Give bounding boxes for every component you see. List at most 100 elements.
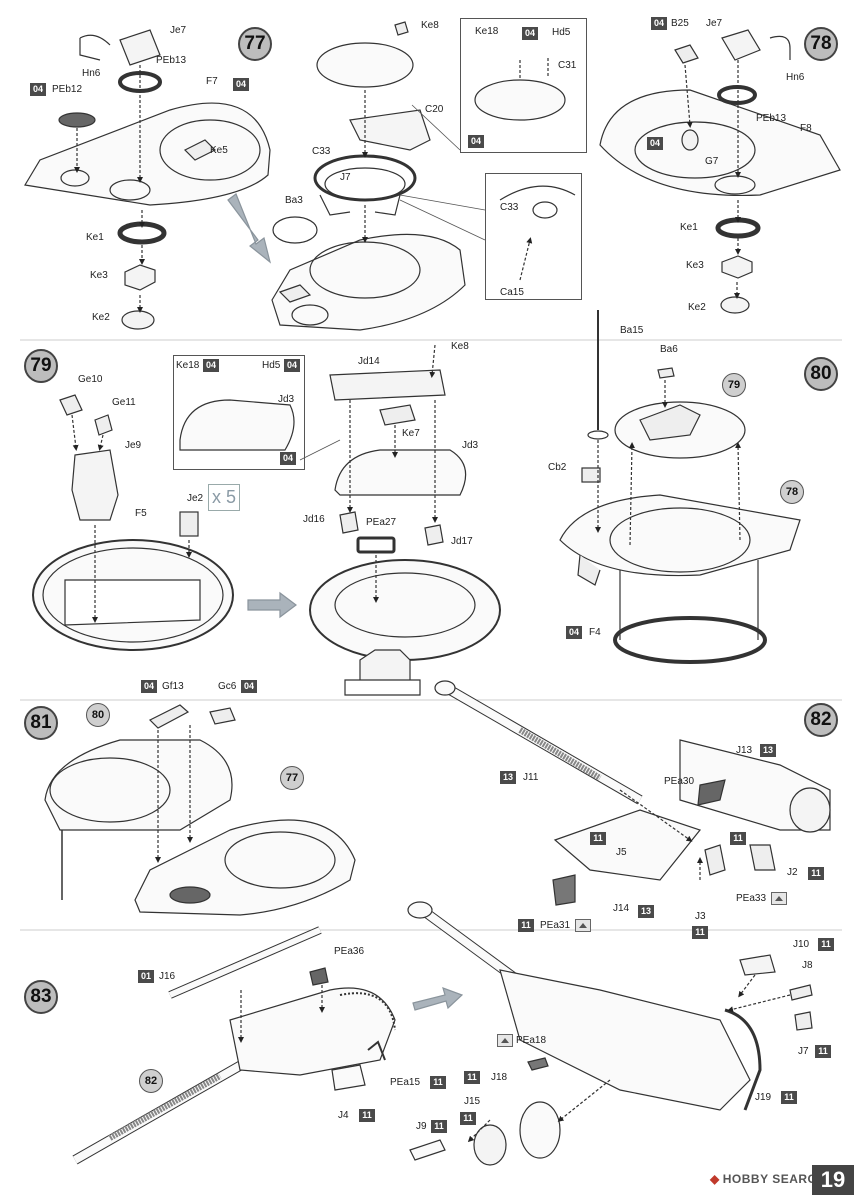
photo-etch-icon (497, 1034, 513, 1047)
sprue-tag-11: 11 (460, 1112, 476, 1125)
label-c31: C31 (558, 60, 577, 71)
label-je2: Je2 (187, 493, 204, 504)
turret-assembly (271, 233, 466, 331)
step-number-77: 77 (238, 27, 272, 61)
label-ke3: Ke3 (90, 270, 108, 281)
roof-plate-f8 (599, 89, 841, 197)
sight-je9 (71, 449, 119, 521)
step-number-79: 79 (24, 349, 58, 383)
label-ke8-79: Ke8 (451, 341, 469, 352)
turret-80-ref (44, 739, 233, 831)
hatch-ring-c33 (313, 154, 417, 202)
disc-ba3 (272, 216, 318, 244)
label-pea30: PEa30 (664, 776, 695, 787)
photo-etch-icon (575, 919, 591, 932)
step-number-78: 78 (804, 27, 838, 61)
sprue-tag-11: 11 (730, 832, 746, 845)
ring-ke1 (117, 221, 167, 245)
label-j11: J11 (523, 772, 539, 783)
label-ba3: Ba3 (285, 195, 303, 206)
label-ke18: Ke18 (475, 26, 499, 37)
label-jd16: Jd16 (303, 514, 325, 525)
label-j5: J5 (616, 847, 627, 858)
label-c33: C33 (312, 146, 331, 157)
step-number-83: 83 (24, 980, 58, 1014)
label-ba6: Ba6 (660, 344, 678, 355)
part-g7 (681, 129, 699, 151)
label-ca15: Ca15 (500, 287, 524, 298)
label-j7-83: J7 (798, 1046, 809, 1057)
ring-pe-b13-78 (717, 85, 757, 105)
sprue-tag-11: 11 (464, 1071, 480, 1084)
sprue-tag-13: 13 (500, 771, 516, 784)
sprue-tag-04: 04 (566, 626, 582, 639)
label-j13: J13 (736, 745, 753, 756)
quantity-multiplier: x 5 (208, 484, 241, 511)
label-jd3-inset: Jd3 (278, 394, 295, 405)
label-j16: J16 (159, 971, 176, 982)
sprue-tag-11: 11 (815, 1045, 831, 1058)
label-je9: Je9 (125, 440, 142, 451)
handwheel-j15 (473, 1124, 507, 1166)
label-j8: J8 (802, 960, 813, 971)
label-ke2: Ke2 (92, 312, 110, 323)
label-ge10: Ge10 (78, 374, 103, 385)
sprue-tag-04: 04 (203, 359, 219, 372)
sprue-tag-04: 04 (651, 17, 667, 30)
label-hd5: Hd5 (552, 27, 571, 38)
label-ke3-78: Ke3 (686, 260, 704, 271)
detail-inset-c33 (485, 173, 582, 300)
label-ge11: Ge11 (112, 397, 136, 408)
label-ke18-79: Ke18 (176, 360, 200, 371)
label-ke1: Ke1 (86, 232, 104, 243)
label-hn6-78: Hn6 (786, 72, 805, 83)
grille-pe-b12 (58, 112, 96, 128)
label-j4: J4 (338, 1110, 349, 1121)
label-c20: C20 (425, 104, 444, 115)
label-je7-78: Je7 (706, 18, 723, 29)
label-j14: J14 (613, 903, 630, 914)
label-pea27: PEa27 (366, 517, 397, 528)
label-ke2-78: Ke2 (688, 302, 706, 313)
label-ba15: Ba15 (620, 325, 644, 336)
hobby-search-watermark: ◆HOBBY SEARCH (710, 1172, 826, 1186)
label-j7: J7 (340, 172, 351, 183)
label-gc6: Gc6 (218, 681, 237, 692)
hatch-jd3 (334, 449, 467, 496)
label-cb2: Cb2 (548, 462, 567, 473)
turret-ring-center (309, 559, 501, 661)
label-j2: J2 (787, 867, 798, 878)
sprue-tag-04: 04 (468, 135, 484, 148)
detail-inset-jd3 (173, 355, 305, 470)
watermark-logo-icon: ◆ (710, 1172, 720, 1186)
sprue-tag-13: 13 (638, 905, 654, 918)
elevation-j19 (724, 1008, 762, 1111)
periscope-je7 (119, 29, 161, 66)
ring-f4 (613, 616, 767, 664)
breech-83-left (229, 987, 396, 1076)
label-peb12: PEb12 (52, 84, 83, 95)
label-c33-inset: C33 (500, 202, 519, 213)
detail-inset-hatch (460, 18, 587, 153)
label-j9: J9 (416, 1121, 427, 1132)
ref-step-82: 82 (139, 1069, 163, 1093)
step-number-81: 81 (24, 706, 58, 740)
sprue-tag-11: 11 (359, 1109, 375, 1122)
label-hn6: Hn6 (82, 68, 101, 79)
gun-body-83 (499, 969, 751, 1111)
sprue-tag-04: 04 (141, 680, 157, 693)
label-g7: G7 (705, 156, 719, 167)
label-j18: J18 (491, 1072, 508, 1083)
label-j15: J15 (464, 1096, 481, 1107)
hatch-ring-f7 (159, 119, 261, 181)
sprue-tag-11: 11 (590, 832, 606, 845)
sprue-tag-13: 13 (760, 744, 776, 757)
label-j19: J19 (755, 1092, 772, 1103)
sprue-tag-04: 04 (30, 83, 46, 96)
ref-step-80: 80 (86, 703, 110, 727)
label-ke8: Ke8 (421, 20, 439, 31)
label-f5: F5 (135, 508, 147, 519)
sprue-tag-04: 04 (241, 680, 257, 693)
label-pea15: PEa15 (390, 1077, 421, 1088)
ref-step-77: 77 (280, 766, 304, 790)
